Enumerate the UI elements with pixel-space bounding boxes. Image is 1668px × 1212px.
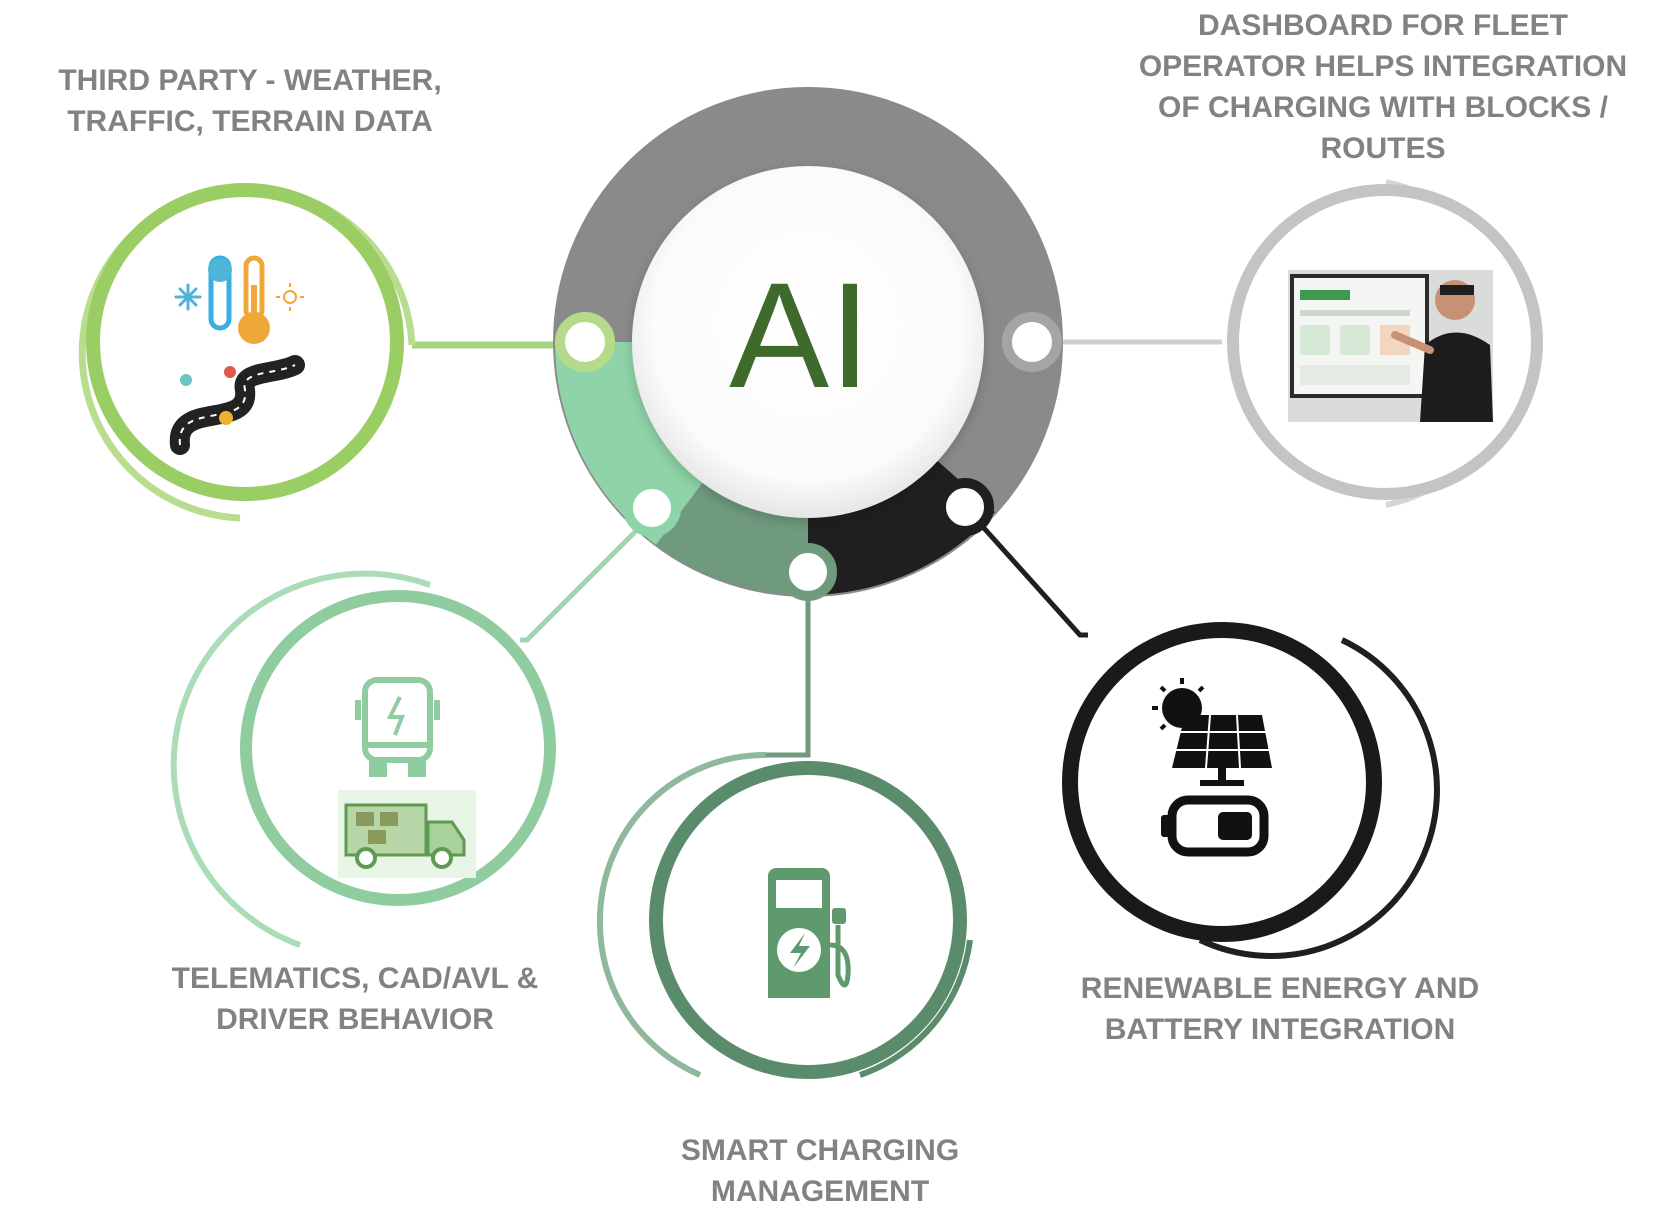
node-smart-charging-outer-arc: [596, 751, 767, 1078]
road-icon: [169, 355, 305, 455]
dashboard-label-line-4: ROUTES: [1320, 132, 1446, 165]
delivery-truck-icon: [338, 790, 476, 878]
renewable-label-line-1: RENEWABLE ENERGY AND: [1080, 972, 1480, 1005]
smart-charging-label: SMART CHARGING MANAGEMENT: [600, 1130, 1040, 1212]
electric-bus-icon: [355, 677, 440, 777]
ai-center-disc: [632, 166, 984, 518]
knob-renewable: [936, 478, 994, 536]
node-telematics: [170, 570, 556, 948]
dashboard-label-line-2: OPERATOR HELPS INTEGRATION: [1138, 50, 1628, 83]
node-smart-charging: [596, 751, 973, 1079]
ai-center-label: AI: [729, 251, 871, 419]
map-pin-icon: [180, 366, 236, 425]
smart-charging-label-line-1: SMART CHARGING: [680, 1134, 960, 1167]
node-third-party: [78, 183, 416, 522]
connector-telematics: [520, 510, 657, 643]
smart-charging-label-line-2: MANAGEMENT: [710, 1175, 930, 1208]
telematics-label: TELEMATICS, CAD/AVL & DRIVER BEHAVIOR: [130, 958, 580, 1040]
connector-smart-charging: [766, 572, 811, 758]
solar-panel-icon: [1172, 714, 1272, 786]
node-renewable-outer-arc: [1198, 637, 1440, 959]
node-dashboard: [1227, 179, 1543, 508]
knob-dashboard: [1002, 312, 1062, 372]
dashboard-label-line-1: DASHBOARD FOR FLEET: [1198, 9, 1568, 42]
knob-third-party: [555, 312, 615, 372]
connector-renewable: [963, 505, 1088, 638]
node-telematics-outer-arc: [170, 570, 432, 948]
node-renewable: [1062, 622, 1440, 959]
telematics-label-line-1: TELEMATICS, CAD/AVL &: [171, 962, 539, 995]
third-party-label: THIRD PARTY - WEATHER, TRAFFIC, TERRAIN …: [0, 60, 500, 142]
dashboard-label-line-3: OF CHARGING WITH BLOCKS /: [1158, 91, 1608, 124]
thermometer-icon: [208, 255, 270, 344]
knob-smart-charging: [779, 543, 837, 601]
charging-station-icon: [768, 868, 851, 998]
node-third-party-ring: [86, 183, 404, 501]
snowflake-icon: [174, 283, 202, 311]
renewable-label-line-2: BATTERY INTEGRATION: [1104, 1013, 1456, 1046]
node-smart-charging-tail-arc: [859, 939, 973, 1078]
dashboard-label: DASHBOARD FOR FLEET OPERATOR HELPS INTEG…: [1098, 5, 1668, 169]
knob-telematics: [623, 479, 681, 537]
renewable-label: RENEWABLE ENERGY AND BATTERY INTEGRATION: [1020, 968, 1540, 1050]
sun-icon: [276, 283, 304, 311]
third-party-label-line-2: TRAFFIC, TERRAIN DATA: [67, 105, 433, 138]
telematics-label-line-2: DRIVER BEHAVIOR: [216, 1003, 494, 1036]
battery-icon: [1161, 795, 1269, 857]
dashboard-photo: [1288, 270, 1493, 422]
third-party-label-line-1: THIRD PARTY - WEATHER,: [58, 64, 442, 97]
